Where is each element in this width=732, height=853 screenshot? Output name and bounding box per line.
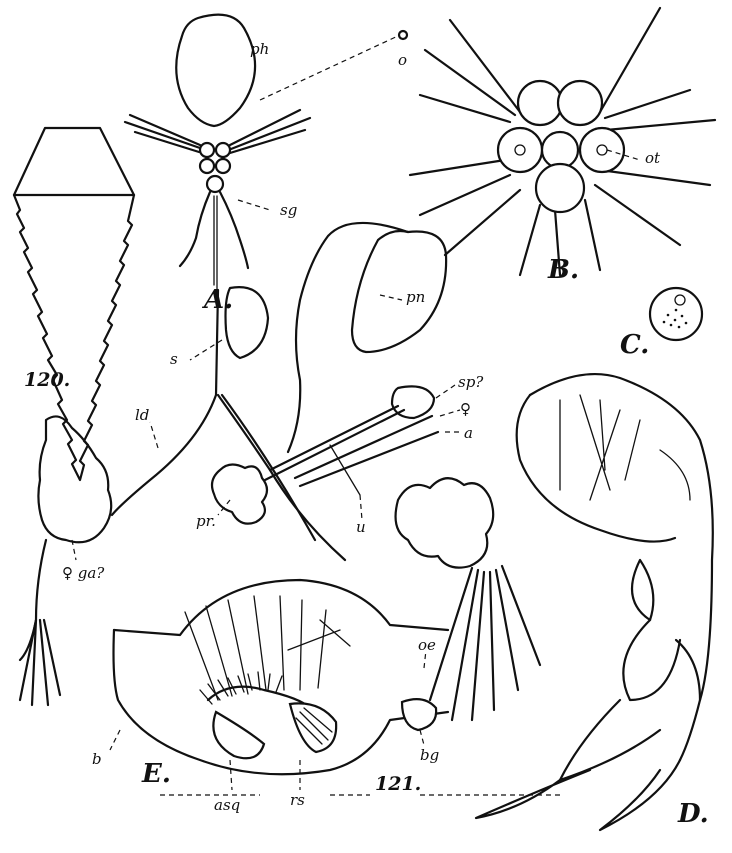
label-ph: ph	[250, 40, 269, 58]
label-pn: pn	[406, 288, 425, 306]
figure-b-ganglion-cluster	[410, 8, 715, 275]
label-asq: asq	[214, 796, 240, 814]
label-sp: sp?	[458, 373, 484, 391]
label-b: b	[92, 750, 102, 768]
label-s: s	[170, 350, 178, 368]
label-female: ♀	[460, 400, 471, 418]
label-u: u	[356, 518, 366, 536]
figure-120-number: 120.	[24, 369, 70, 391]
label-ld: ld	[135, 406, 149, 424]
label-oe: oe	[418, 636, 436, 654]
figure-c-cell	[650, 288, 702, 340]
figure-e-label: E.	[141, 759, 171, 789]
figure-120-shell	[14, 128, 134, 480]
label-rs: rs	[290, 791, 305, 809]
label-sg: sg	[280, 201, 297, 219]
label-o: o	[398, 51, 407, 69]
figure-d-label: D.	[677, 799, 709, 829]
figure-c-label: C.	[620, 330, 649, 360]
label-bg: bg	[420, 746, 439, 764]
label-ot: ot	[645, 149, 661, 167]
label-ga: ♀ ga?	[62, 564, 105, 582]
figure-121-reproductive-system	[20, 223, 462, 705]
figure-d-limb	[396, 374, 713, 830]
label-a: a	[464, 424, 473, 442]
figure-121-number: 121.	[375, 773, 421, 795]
label-pr: pr.	[196, 512, 216, 530]
figure-b-label: B.	[547, 255, 579, 285]
